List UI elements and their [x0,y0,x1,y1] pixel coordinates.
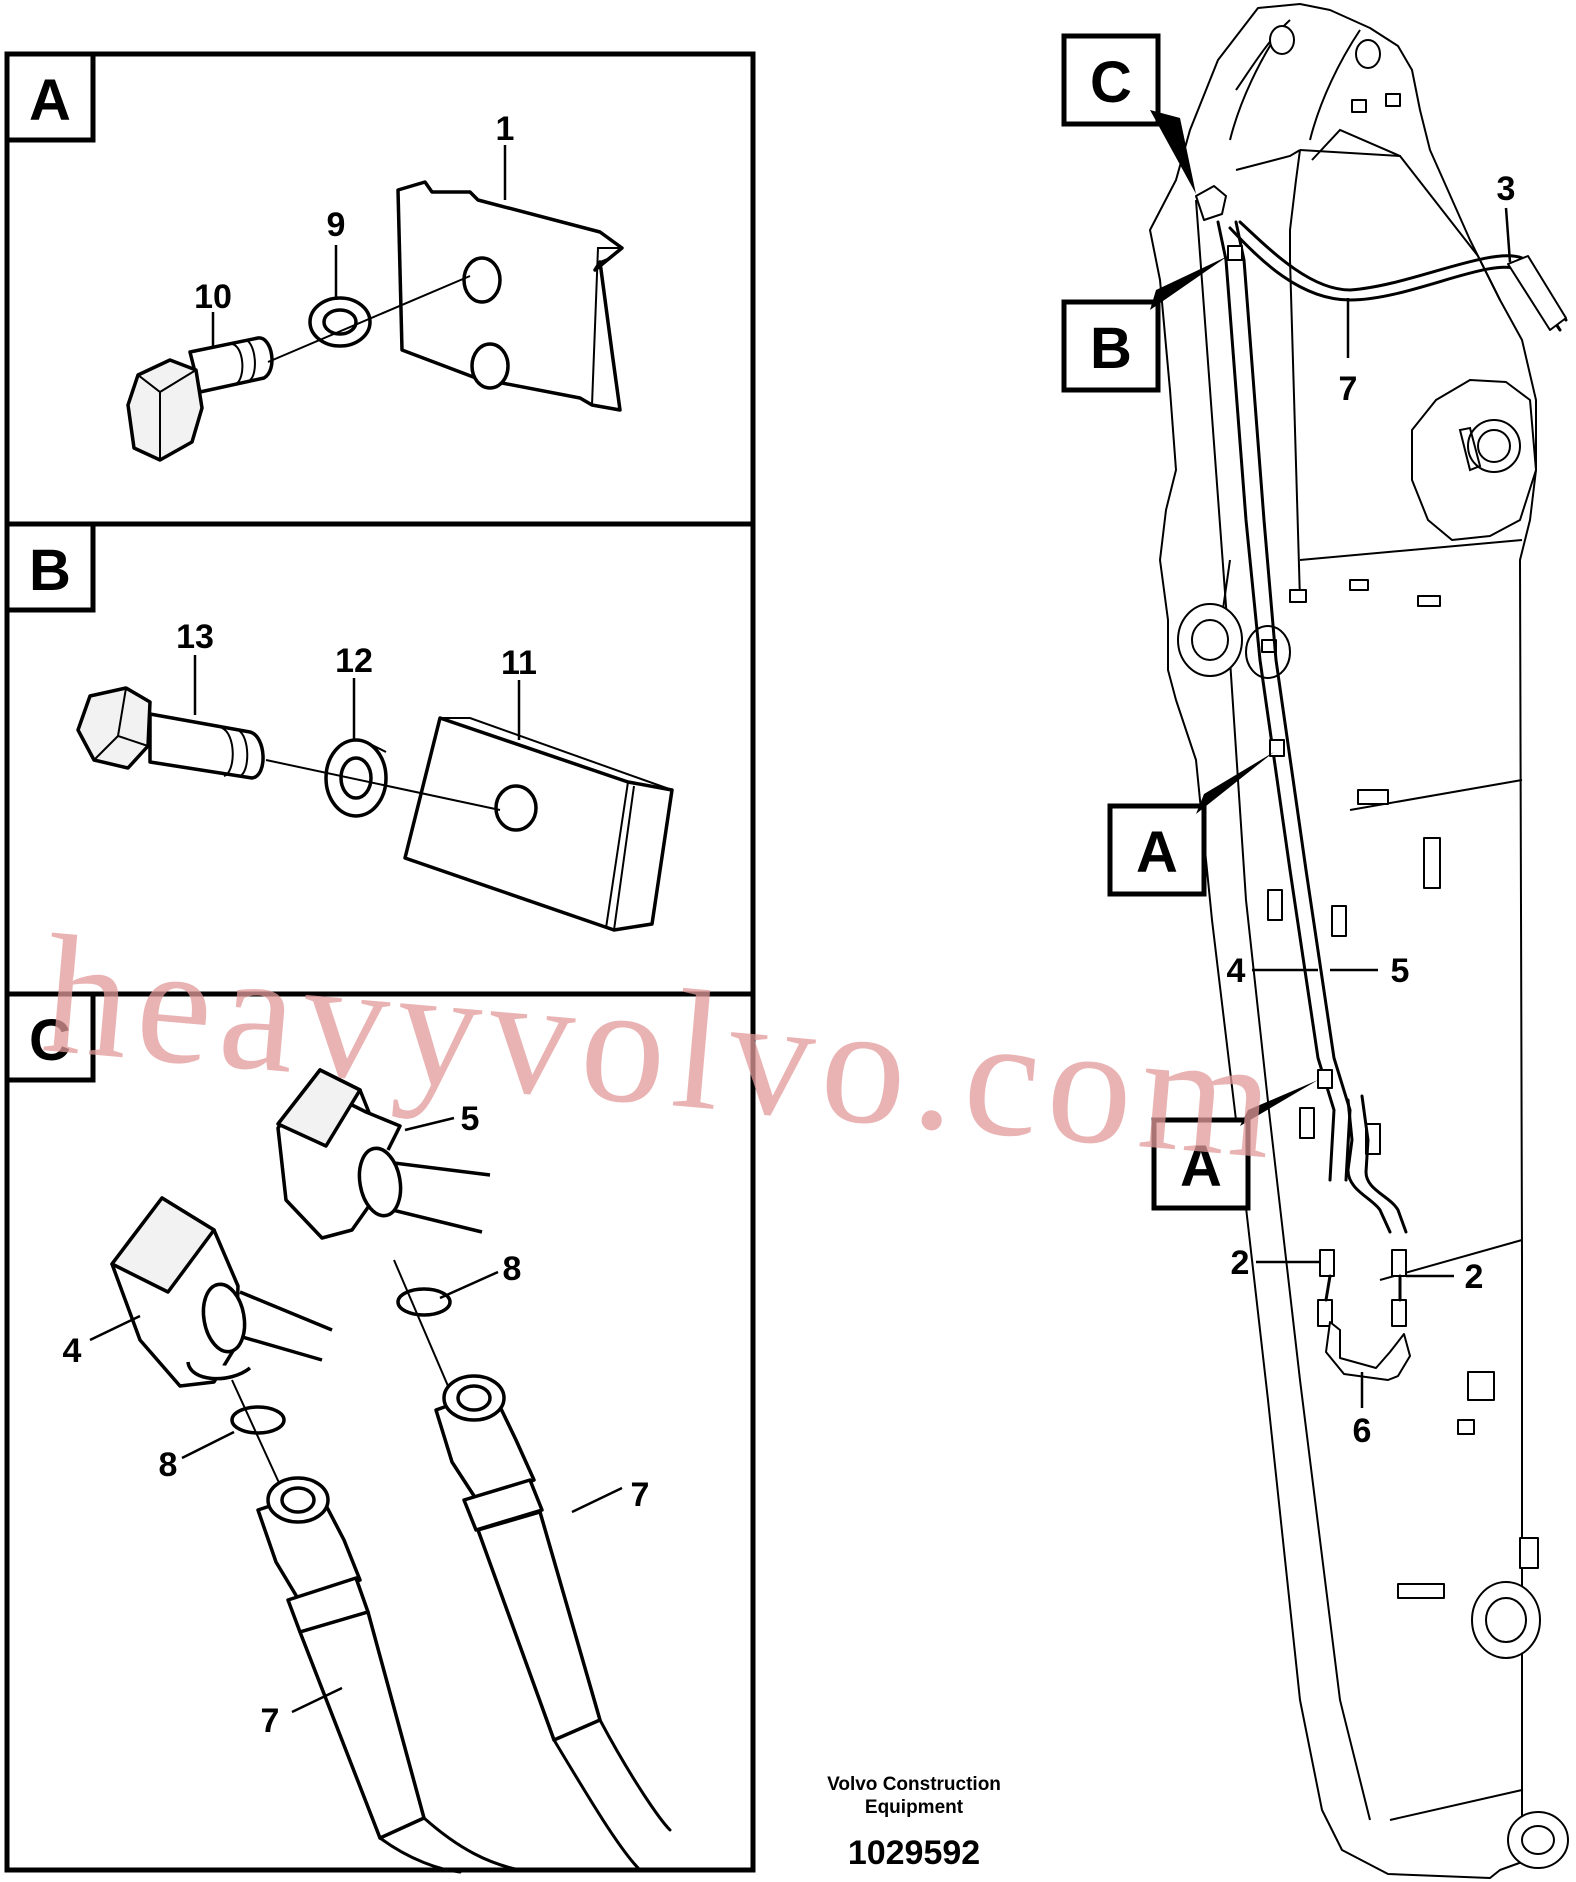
callout-9: 9 [327,206,346,244]
panel-c-label-box [4,991,96,1083]
callout-r-3: 3 [1497,170,1516,208]
svg-text:B: B [1090,316,1132,381]
callout-r-2-left: 2 [1231,1244,1250,1282]
panel-c: C [4,991,756,1874]
callout-10: 10 [194,278,232,316]
elbow-fitting-part-5 [276,1068,491,1240]
callout-c-7-lower: 7 [261,1702,280,1740]
callout-c-5: 5 [461,1100,480,1138]
callout-c-7-upper: 7 [631,1476,650,1514]
hose-part-7-lower [256,1476,522,1874]
detail-ref-b: B [1061,256,1228,393]
watermark: heavyvolvo.com [37,900,1289,1195]
panel-c-letter: C [29,1008,71,1073]
panel-a-label-box [4,51,96,143]
panel-b-label-box [4,521,96,613]
o-ring-part-8-upper [396,1287,452,1317]
callout-c-8-lower: 8 [159,1446,178,1484]
callout-1: 1 [496,110,515,148]
hose-part-7-upper [434,1374,672,1872]
panel-b-letter: B [29,538,71,603]
callout-13: 13 [176,618,214,656]
callout-r-4: 4 [1227,952,1246,990]
svg-text:A: A [1180,1134,1222,1199]
callout-r-5: 5 [1391,952,1410,990]
panel-a: A 1 9 10 [4,51,756,527]
footer-company: Volvo Construction [827,1774,1001,1795]
svg-text:C: C [1090,50,1132,115]
footer-company-line2: Equipment [865,1797,964,1818]
detail-ref-a-upper: A [1107,752,1274,897]
clamp-block-part-11 [403,716,674,932]
panel-a-letter: A [29,68,71,133]
callout-r-2-right: 2 [1465,1258,1484,1296]
bolt-part-13 [76,686,265,780]
detail-ref-c: C [1061,33,1196,194]
callout-c-8-upper: 8 [503,1250,522,1288]
callout-11: 11 [501,644,537,682]
detail-ref-a-lower: A [1151,1080,1318,1211]
svg-text:A: A [1136,820,1178,885]
callout-12: 12 [335,642,373,680]
plate-part-1 [396,180,624,412]
bolt-part-10 [126,336,274,462]
callout-c-4: 4 [63,1332,82,1370]
boom-assembly [1149,3,1569,1879]
footer: Volvo Construction Equipment 1029592 [827,1774,1001,1872]
washer-part-12 [324,738,388,818]
boom-callouts: 3 7 4 5 2 2 6 [1227,170,1516,1450]
elbow-fitting-part-4 [110,1196,333,1388]
o-ring-part-8-lower [230,1405,286,1435]
callout-r-6: 6 [1353,1412,1372,1450]
footer-drawing-number: 1029592 [848,1834,980,1872]
callout-r-7: 7 [1339,370,1358,408]
